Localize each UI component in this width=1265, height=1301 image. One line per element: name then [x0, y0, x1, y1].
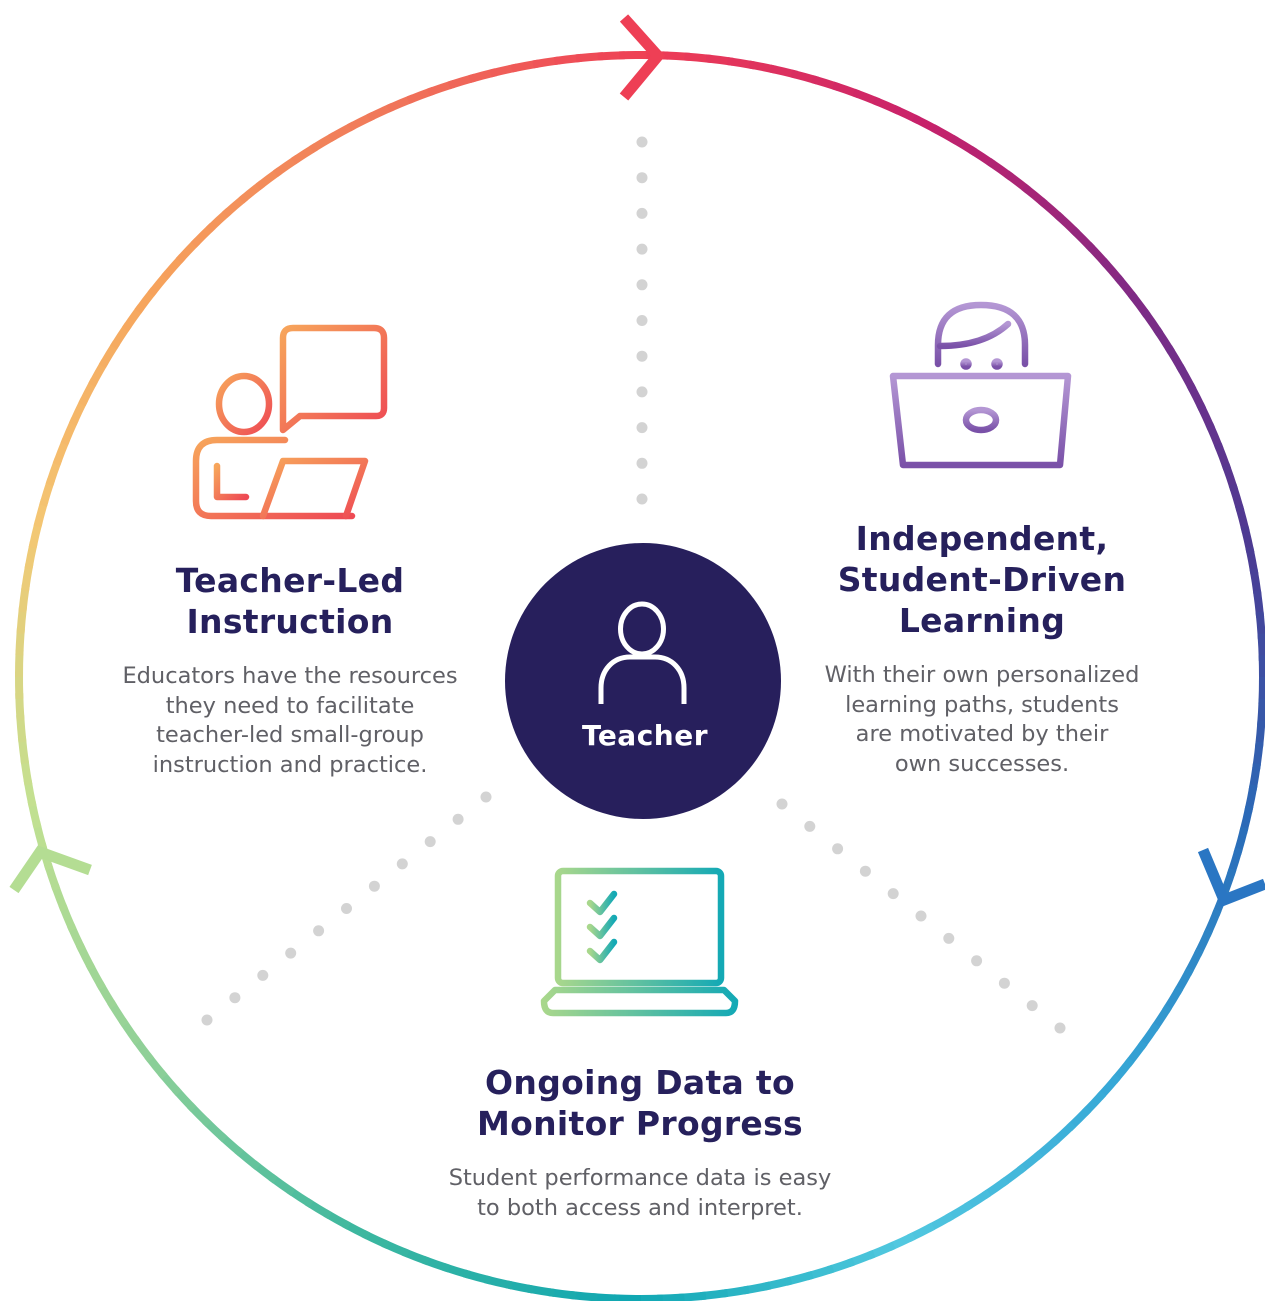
teacher-led-title-line: Instruction	[186, 602, 394, 641]
dot	[636, 315, 648, 326]
teacher-at-laptop-with-speech-bubble-icon	[192, 324, 388, 520]
teacher-led-description: Educators have the resources they need t…	[90, 662, 490, 780]
person-icon	[598, 601, 687, 704]
dot	[636, 243, 648, 255]
arrow-top-icon	[619, 14, 666, 101]
independent-description: With their own personalized learning pat…	[792, 661, 1172, 779]
dot	[396, 858, 408, 870]
dot	[424, 836, 436, 848]
cycle-ring	[14, 50, 1265, 1301]
teacher-led-desc-line: teacher-led small-group	[156, 722, 424, 748]
arrowheads	[9, 14, 1265, 908]
center-circle	[505, 543, 781, 819]
teacher-led-desc-line: Educators have the resources	[122, 663, 458, 689]
dot	[636, 457, 648, 469]
dot	[201, 1014, 213, 1026]
arrow-right-icon	[1197, 847, 1265, 908]
dot	[943, 932, 955, 944]
dotted-line-right	[776, 798, 1066, 1034]
independent-block: Independent, Student-Driven Learning Wit…	[792, 518, 1172, 779]
data-desc-line: to both access and interpret.	[477, 1194, 803, 1221]
dot	[636, 172, 648, 184]
independent-title: Independent, Student-Driven Learning	[792, 518, 1172, 641]
dot	[636, 136, 648, 148]
student-with-laptop-icon	[889, 301, 1072, 480]
teacher-led-title-line: Teacher-Led	[175, 561, 405, 600]
dot	[285, 947, 297, 959]
center-label: Teacher	[581, 719, 709, 752]
teacher-led-block: Teacher-Led Instruction Educators have t…	[90, 560, 490, 780]
dot	[1054, 1022, 1066, 1034]
dot	[971, 955, 983, 967]
data-block: Ongoing Data to Monitor Progress Student…	[390, 1062, 890, 1223]
dot	[1026, 1000, 1038, 1012]
dotted-line-top	[636, 136, 648, 505]
independent-title-line: Learning	[898, 601, 1066, 640]
dot	[804, 820, 816, 832]
data-desc-line: Student performance data is easy	[448, 1165, 832, 1191]
dotted-line-left	[201, 791, 492, 1026]
dot	[257, 969, 269, 981]
data-title-line: Monitor Progress	[476, 1104, 804, 1143]
teacher-led-title: Teacher-Led Instruction	[90, 560, 490, 642]
data-title-line: Ongoing Data to	[485, 1063, 795, 1102]
dot	[480, 791, 492, 803]
dot	[636, 422, 648, 434]
independent-desc-line: are motivated by their	[855, 721, 1109, 747]
data-description: Student performance data is easy to both…	[390, 1164, 890, 1223]
dot	[998, 977, 1010, 989]
dot	[636, 279, 648, 291]
independent-title-line: Student-Driven	[837, 560, 1127, 599]
checklist-laptop-icon	[540, 867, 739, 1017]
dot	[636, 207, 648, 219]
dot	[859, 865, 871, 877]
independent-desc-line: own successes.	[894, 750, 1070, 777]
dot	[915, 910, 927, 922]
dot	[452, 813, 464, 825]
teacher-led-desc-line: instruction and practice.	[152, 751, 428, 778]
dot	[776, 798, 788, 810]
dot	[341, 903, 352, 914]
dot	[313, 925, 325, 937]
independent-title-line: Independent,	[855, 519, 1109, 558]
dot	[636, 350, 648, 362]
data-title: Ongoing Data to Monitor Progress	[390, 1062, 890, 1144]
arrow-left-icon	[9, 845, 92, 894]
dot	[229, 992, 241, 1004]
dot	[832, 843, 844, 855]
teacher-led-desc-line: they need to facilitate	[165, 692, 415, 719]
dot	[636, 386, 648, 398]
independent-desc-line: learning paths, students	[845, 691, 1119, 718]
independent-desc-line: With their own personalized	[824, 662, 1140, 688]
dot	[636, 493, 648, 505]
dot	[887, 888, 899, 900]
dot	[368, 880, 380, 892]
dotted-connectors	[201, 136, 1066, 1034]
